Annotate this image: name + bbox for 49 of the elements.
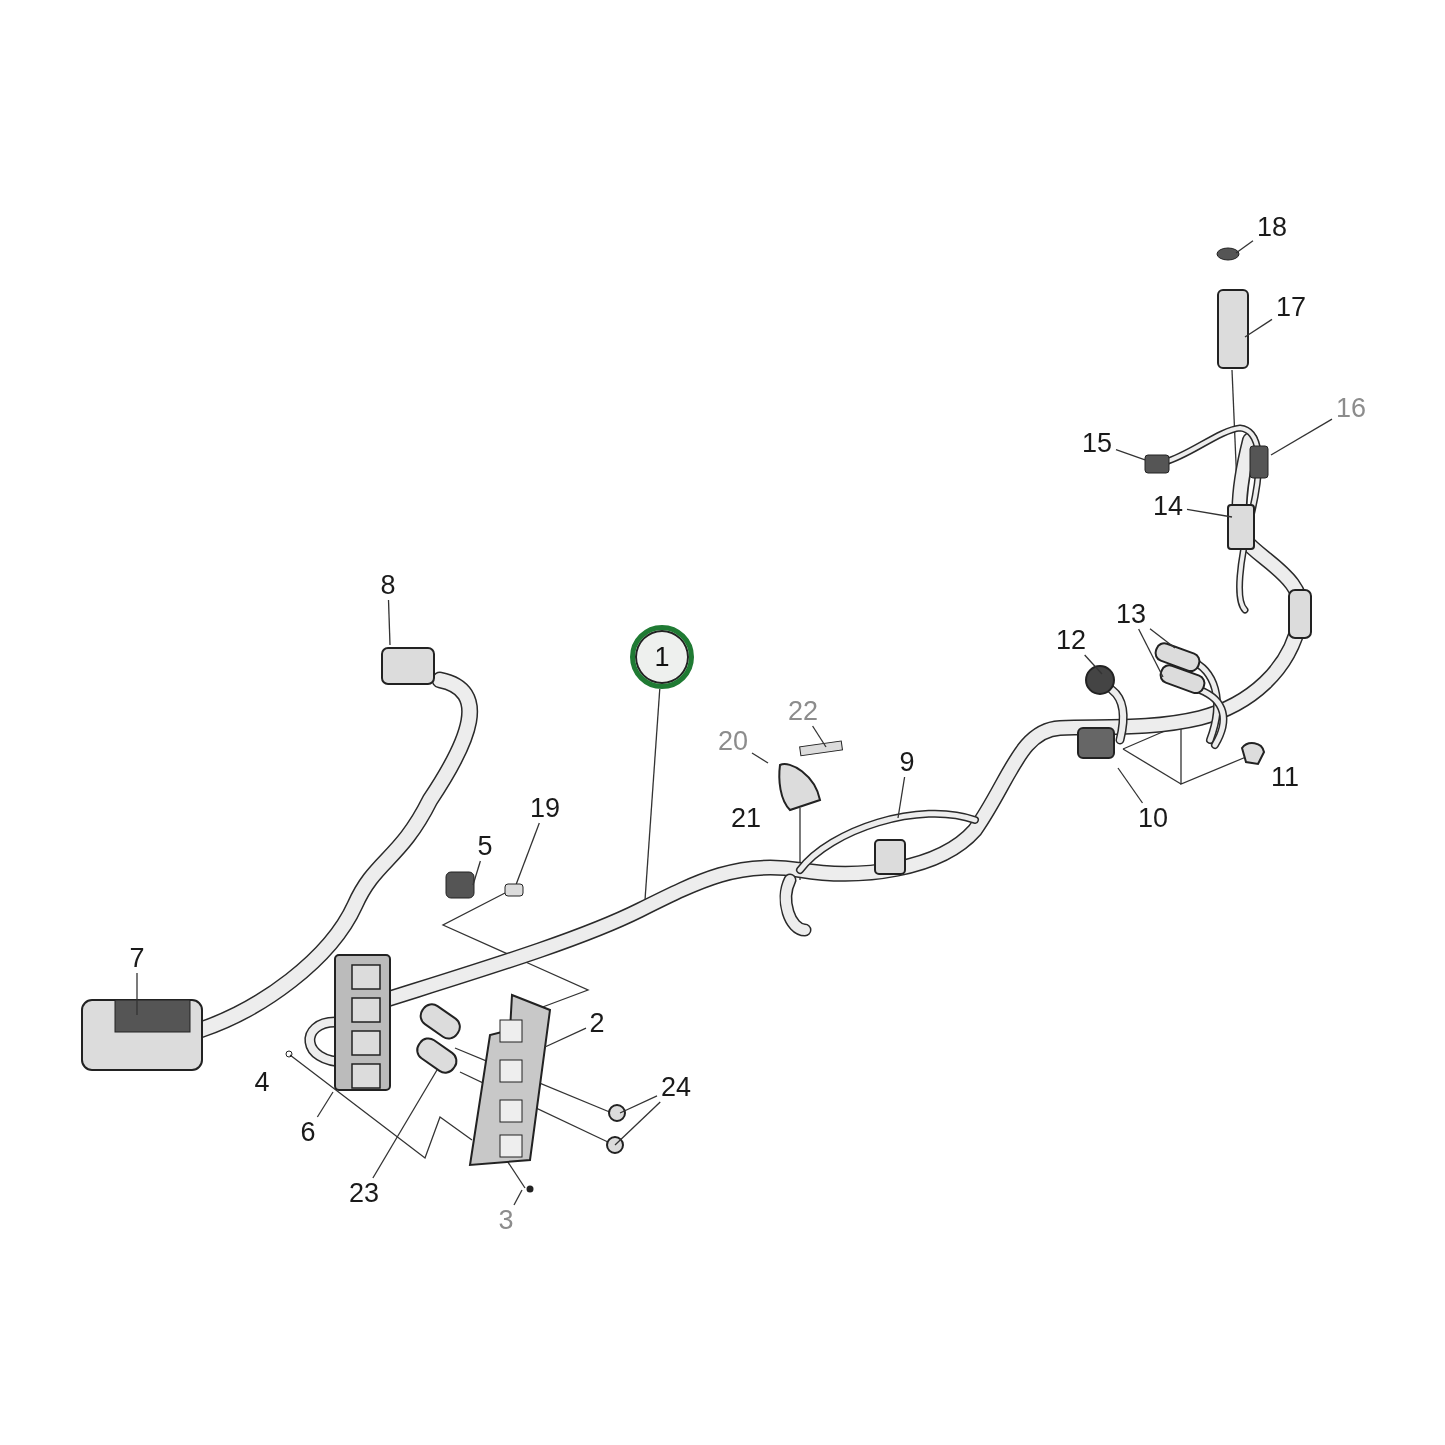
leader-line (1137, 628, 1164, 678)
leader-line (1115, 449, 1146, 461)
callout-number: 4 (253, 1067, 271, 1097)
callout-number: 1 (630, 625, 694, 689)
callout-number: 16 (1335, 393, 1367, 423)
callout-number: 2 (588, 1008, 606, 1038)
callout-number: 7 (128, 943, 146, 973)
callout-number: 8 (379, 570, 397, 600)
leader-line (515, 822, 540, 885)
leader-line (619, 1095, 658, 1114)
leader-line (1270, 418, 1333, 456)
leader-line (644, 688, 661, 901)
leader-line (811, 725, 827, 748)
callout-number: 18 (1256, 212, 1288, 242)
callout-number: 14 (1152, 491, 1184, 521)
callout-number: 17 (1275, 292, 1307, 322)
leader-line (1235, 240, 1254, 254)
leader-line (1084, 654, 1103, 675)
callout-number: 23 (348, 1178, 380, 1208)
callout-number: 10 (1137, 803, 1169, 833)
callout-number: 3 (497, 1205, 515, 1235)
leader-line (472, 860, 482, 886)
callout-number: 21 (730, 803, 762, 833)
leader-line (1149, 628, 1176, 649)
callout-number: 19 (529, 793, 561, 823)
leader-line (544, 1027, 587, 1048)
leader-line (387, 599, 391, 646)
leader-line (372, 1069, 438, 1179)
callout-number: 15 (1081, 428, 1113, 458)
leader-line (316, 1091, 334, 1118)
callout-number: 12 (1055, 625, 1087, 655)
callout-number: 11 (1270, 762, 1300, 792)
callout-number: 6 (299, 1117, 317, 1147)
callout-number: 9 (898, 747, 916, 777)
leader-line (751, 752, 769, 764)
leader-line (136, 972, 138, 1016)
callout-number: 13 (1115, 599, 1147, 629)
leader-line (1117, 767, 1144, 804)
callout-number: 22 (787, 696, 819, 726)
leader-line (1186, 508, 1233, 518)
leader-line (614, 1101, 661, 1146)
leader-line (1244, 318, 1273, 338)
plug-connector (1144, 454, 1170, 474)
callout-number: 20 (717, 726, 749, 756)
leader-line (513, 1189, 523, 1206)
leader-line (897, 776, 906, 819)
callout-number: 24 (660, 1072, 692, 1102)
bolt (504, 883, 524, 897)
callout-number: 5 (476, 831, 494, 861)
